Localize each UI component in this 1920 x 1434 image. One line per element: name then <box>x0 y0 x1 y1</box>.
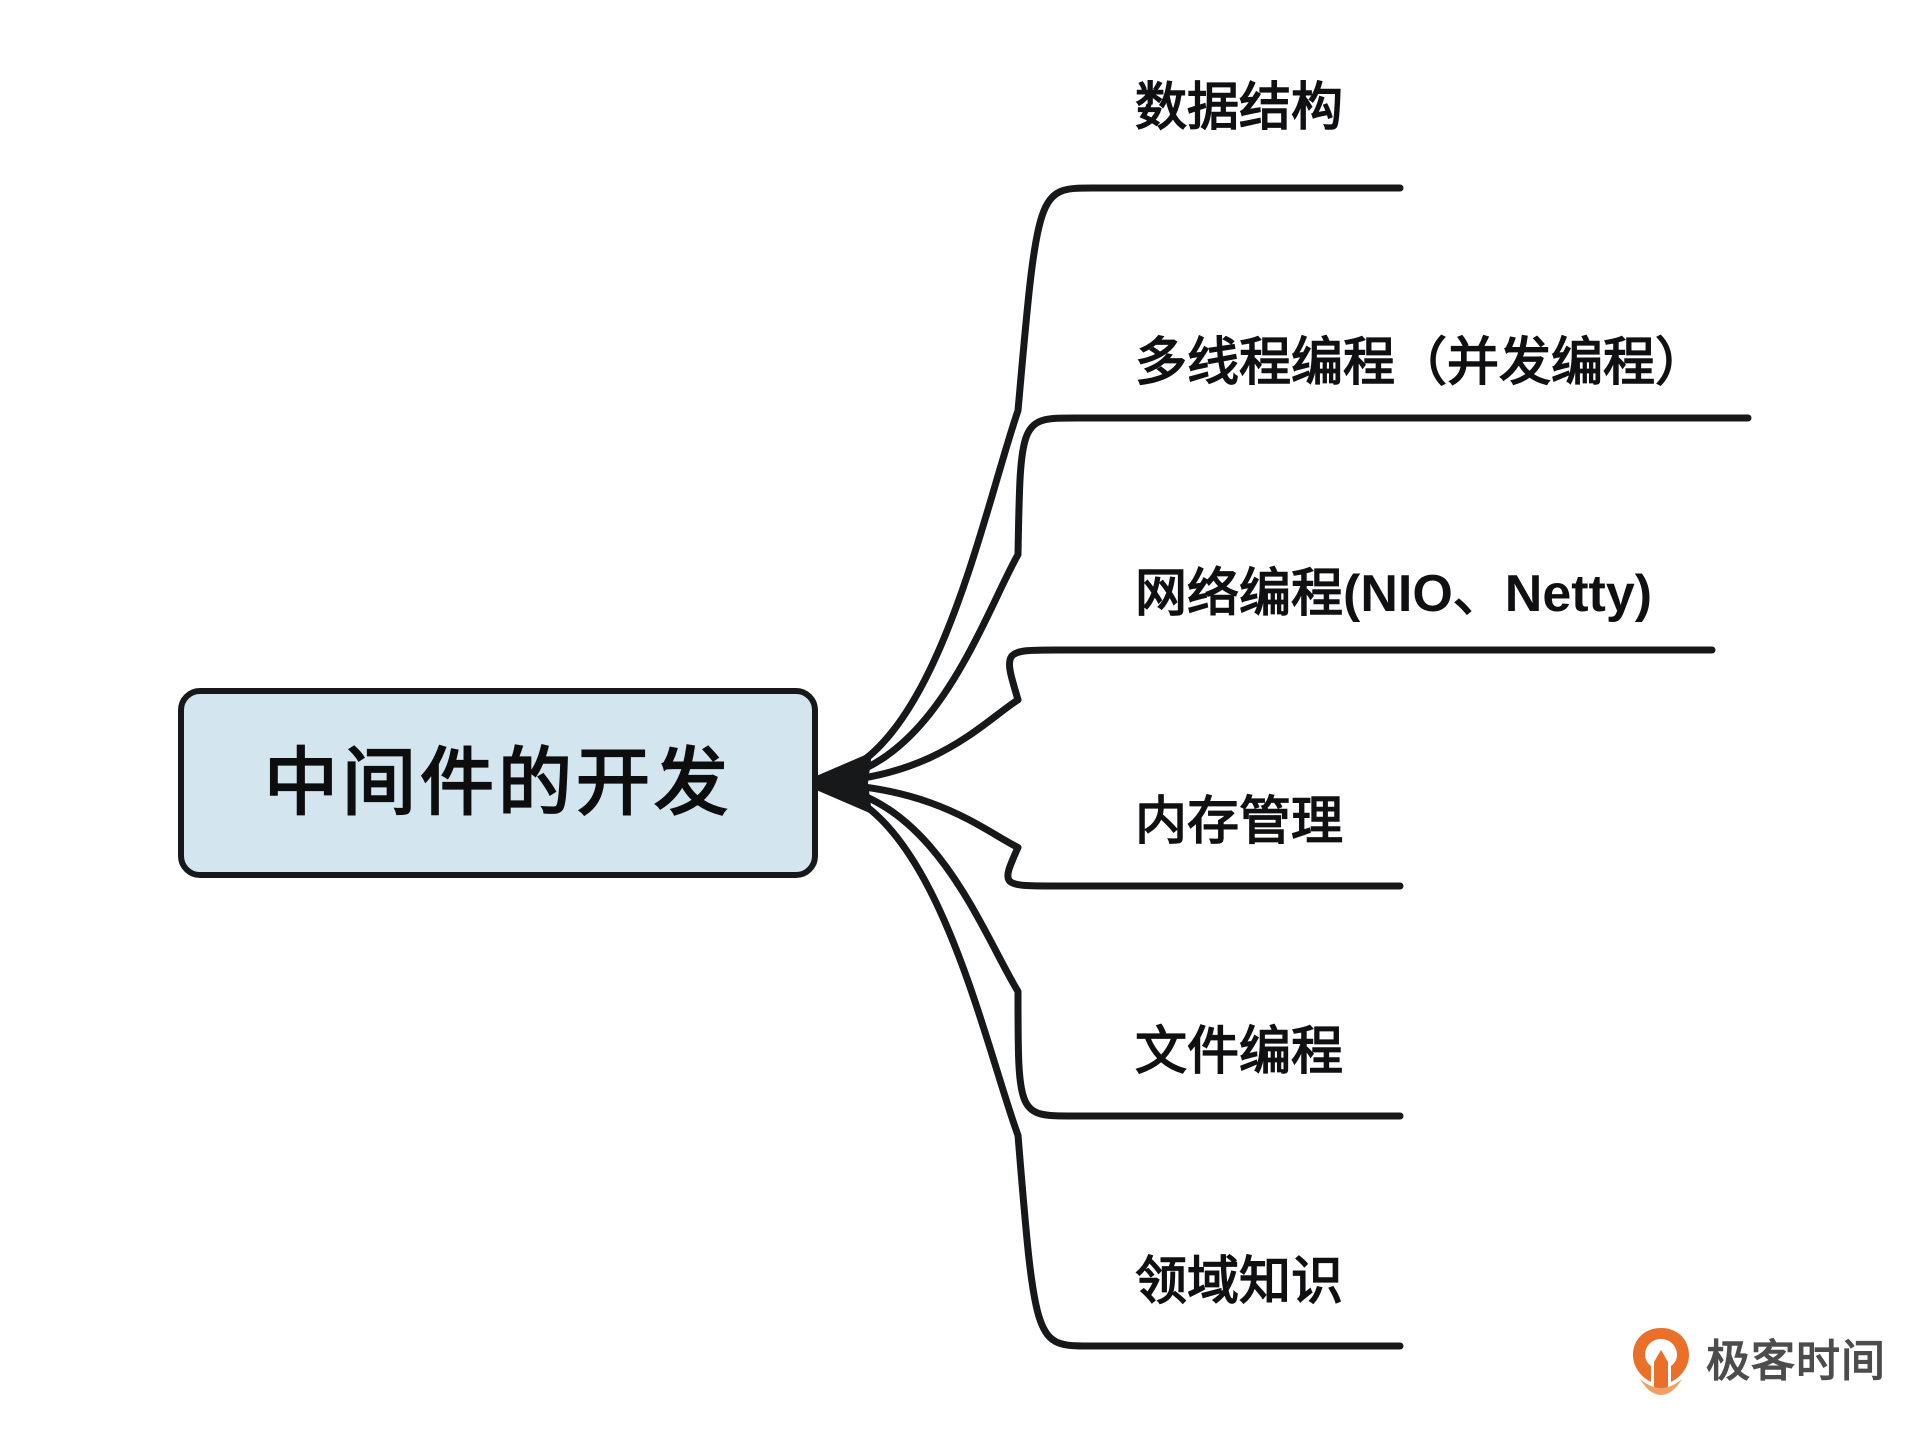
branch-label-1[interactable]: 数据结构 <box>1135 79 1344 137</box>
central-node[interactable]: 中间件的开发 <box>178 688 818 878</box>
arrowhead-to-central-node <box>800 752 872 814</box>
watermark-label: 极客时间 <box>1706 1337 1886 1386</box>
branch-label-6[interactable]: 领域知识 <box>1135 1253 1344 1311</box>
branch-label-2[interactable]: 多线程编程（并发编程） <box>1135 334 1708 392</box>
connector-branch-5 <box>814 781 1404 1120</box>
branch-label-3[interactable]: 网络编程(NIO、Netty) <box>1135 565 1653 623</box>
central-node-label: 中间件的开发 <box>264 741 732 824</box>
connector-branch-6 <box>814 782 1404 1350</box>
branch-label-5[interactable]: 文件编程 <box>1135 1023 1344 1081</box>
connector-branch-2 <box>814 414 1752 785</box>
branch-label-4[interactable]: 内存管理 <box>1135 793 1344 851</box>
geektime-logo-icon <box>1633 1328 1689 1395</box>
connector-branch-3 <box>814 646 1716 786</box>
connector-branch-4 <box>814 780 1404 890</box>
watermark: 极客时间 <box>1630 1326 1886 1398</box>
connector-branch-1 <box>814 184 1404 783</box>
